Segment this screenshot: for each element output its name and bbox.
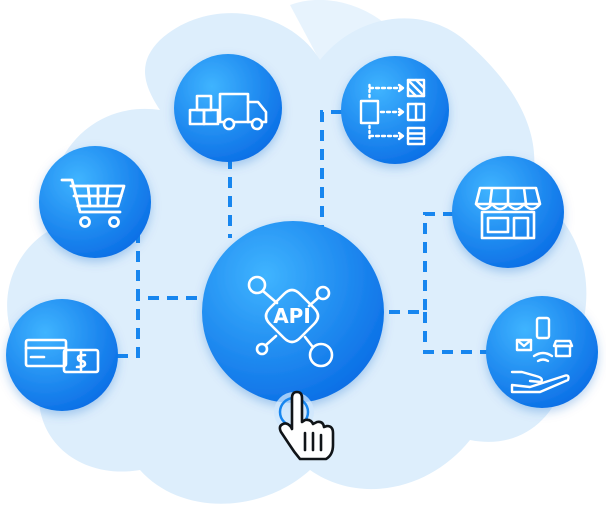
- flowchart-icon: [359, 78, 426, 146]
- storefront-icon: [474, 186, 542, 240]
- connector-mobile: [423, 312, 488, 354]
- credit-card-cash-icon: [24, 338, 100, 374]
- connector-payments: [117, 298, 140, 358]
- shopping-cart-icon: [60, 178, 126, 228]
- node-shipping[interactable]: [174, 54, 282, 162]
- node-mobile-commerce[interactable]: [486, 296, 598, 408]
- api-label: API: [273, 304, 311, 328]
- hand-pointer-icon: [278, 390, 335, 461]
- node-shopping-cart[interactable]: [39, 146, 151, 258]
- node-process-flow[interactable]: [341, 56, 449, 164]
- api-hub-icon: [247, 275, 334, 368]
- connector-lines: [117, 110, 488, 358]
- hand-devices-icon: [510, 316, 574, 394]
- connector-flow: [320, 110, 342, 238]
- boxes-truck-icon: [188, 92, 268, 131]
- node-storefront[interactable]: [452, 156, 564, 268]
- connector-storefront: [383, 212, 454, 314]
- api-hub-node[interactable]: API: [202, 221, 384, 403]
- node-payments[interactable]: [6, 299, 118, 411]
